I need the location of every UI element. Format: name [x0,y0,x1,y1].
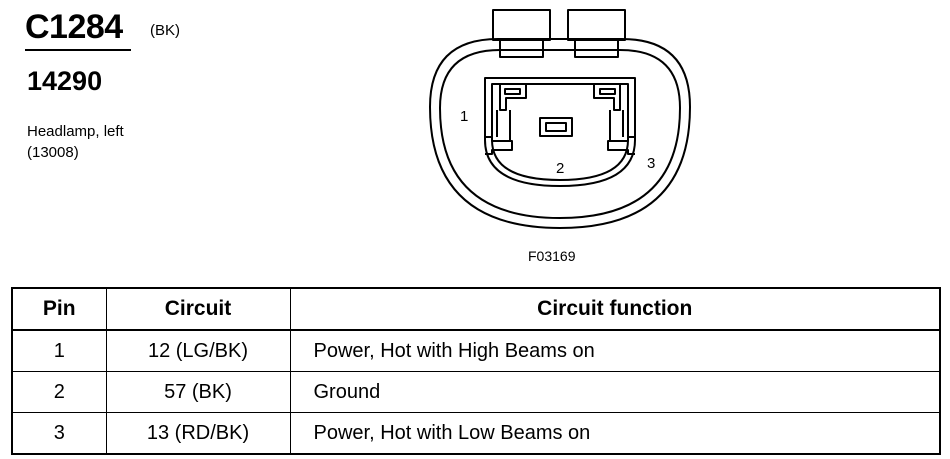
terminal-1-body [496,110,511,141]
terminal-3-blade [593,84,621,111]
cell-pin: 3 [11,412,107,455]
terminal-1-latch [485,136,513,155]
table-row: 1 12 (LG/BK) Power, Hot with High Beams … [11,329,941,372]
table-row: 2 57 (BK) Ground [11,371,941,413]
terminal-3-body [609,110,624,141]
table-row: 3 13 (RD/BK) Power, Hot with Low Beams o… [11,412,941,455]
pin-label-3: 3 [647,155,655,172]
connector-color-code: (BK) [150,22,180,39]
pin-label-2: 2 [556,160,564,177]
terminal-3-blade-inner [599,88,616,95]
locking-tab-left [492,9,551,58]
connector-face-diagram: 1 2 3 [429,9,691,229]
housing-inner-outline [439,49,681,219]
figure-id: F03169 [528,248,576,264]
locking-tab-right [567,9,626,58]
header-circuit: Circuit [105,287,291,331]
pinout-table: Pin Circuit Circuit function 1 12 (LG/BK… [11,287,941,455]
header-pin: Pin [11,287,107,331]
header-circuit-function: Circuit function [289,287,941,331]
connector-id: C1284 [25,8,131,51]
table-header-row: Pin Circuit Circuit function [11,287,941,331]
housing-outer-outline [429,38,691,229]
cell-circuit-function: Ground [289,371,941,413]
cell-circuit-function: Power, Hot with Low Beams on [289,412,941,455]
terminal-3-latch [607,136,635,155]
terminal-2 [539,117,573,137]
cell-circuit: 57 (BK) [105,371,291,413]
part-number: 14290 [27,66,103,96]
terminal-1-blade [499,84,527,111]
pin-label-1: 1 [460,108,468,125]
cell-circuit-function: Power, Hot with High Beams on [289,329,941,372]
description-line-1: Headlamp, left [27,123,124,140]
cell-pin: 1 [11,329,107,372]
cell-circuit: 13 (RD/BK) [105,412,291,455]
description-line-2: (13008) [27,144,79,161]
cell-pin: 2 [11,371,107,413]
component-description: Headlamp, left (13008) [27,121,124,163]
cell-circuit: 12 (LG/BK) [105,329,291,372]
terminal-1-blade-inner [504,88,521,95]
